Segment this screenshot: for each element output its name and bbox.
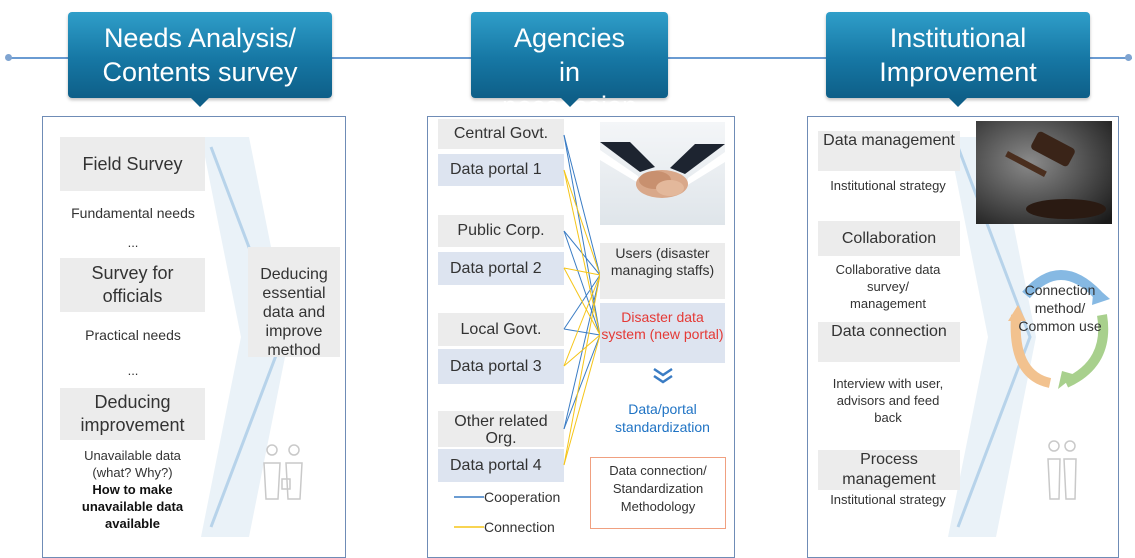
gavel-photo: [976, 121, 1112, 224]
agency-other-org: Other related Org.: [438, 411, 564, 447]
process-management-label: Process management: [842, 451, 936, 488]
fundamental-needs-text: Fundamental needs: [71, 205, 195, 221]
unavailable-data-text: Unavailable data (what? Why?): [84, 448, 181, 480]
legend-cooperation-label: Cooperation: [484, 489, 561, 505]
agency-public-corp-label: Public Corp.: [457, 222, 545, 239]
data-management-desc: Institutional strategy: [830, 178, 946, 193]
banner-needs-analysis: Needs Analysis/ Contents survey: [68, 12, 332, 107]
data-portal-2-label: Data portal 2: [450, 260, 542, 277]
users-box: Users (disaster managing staffs): [600, 243, 725, 299]
deducing-improvement-box: Deducing improvement: [60, 388, 205, 440]
ellipsis-2: ...: [127, 363, 139, 378]
how-to-make-available-text: How to make unavailable data available: [81, 482, 184, 531]
collaboration-label: Collaboration: [841, 230, 937, 247]
agency-public-corp: Public Corp.: [438, 215, 564, 247]
data-management-label: Data management: [823, 132, 955, 149]
data-portal-1-label: Data portal 1: [450, 161, 542, 178]
deducing-essential-label: Deducing essential data and improve meth…: [260, 266, 328, 359]
field-survey-box: Field Survey: [60, 137, 205, 191]
data-portal-3-label: Data portal 3: [450, 358, 542, 375]
process-management-desc: Institutional strategy: [830, 492, 946, 507]
process-management-box: Process management: [818, 450, 960, 490]
collaboration-desc: Collaborative data survey/ management: [835, 262, 941, 311]
data-portal-3: Data portal 3: [438, 349, 564, 384]
data-connection-label: Data connection: [831, 323, 947, 340]
banner-agencies: Agencies in possession: [471, 12, 668, 121]
standardization-text: Data/portal standardization: [615, 401, 710, 435]
agencies-panel: Central Govt. Data portal 1 Public Corp.…: [427, 116, 735, 558]
methodology-label: Data connection/ Standardization Methodo…: [609, 463, 707, 514]
legend-connection-label: Connection: [484, 519, 555, 535]
agency-local-govt: Local Govt.: [438, 313, 564, 346]
data-portal-4-label: Data portal 4: [450, 457, 542, 474]
handshake-photo: [600, 122, 725, 225]
data-portal-2: Data portal 2: [438, 252, 564, 285]
double-chevron-down-icon: [653, 367, 673, 384]
people-silhouette-icon-right: [1047, 440, 1077, 500]
needs-analysis-panel: Field Survey Fundamental needs ... Surve…: [42, 116, 346, 558]
cycle-text: Connection method/ Common use: [1018, 282, 1102, 334]
data-connection-desc: Interview with user, advisors and feed b…: [832, 376, 944, 425]
connection-lines: [454, 134, 601, 528]
ellipsis-1: ...: [127, 235, 139, 250]
institutional-panel: Data management Institutional strategy C…: [807, 116, 1119, 558]
new-portal-label: Disaster data system (new portal): [601, 309, 724, 342]
people-silhouette-icon: [263, 444, 303, 500]
banner-agencies-text: Agencies in possession: [501, 23, 638, 121]
timeline-dot-left: [5, 54, 12, 61]
agency-central-govt-label: Central Govt.: [453, 125, 549, 142]
data-connection-box: Data connection: [818, 322, 960, 362]
survey-officials-box: Survey for officials: [60, 258, 205, 312]
practical-needs-text: Practical needs: [85, 327, 181, 343]
timeline-dot-right: [1125, 54, 1132, 61]
banner-institutional-text: Institutional Improvement: [879, 23, 1037, 87]
data-management-box: Data management: [818, 131, 960, 171]
users-label: Users (disaster managing staffs): [610, 245, 715, 278]
data-portal-1: Data portal 1: [438, 154, 564, 186]
banner-institutional: Institutional Improvement: [826, 12, 1090, 107]
deducing-improvement-label: Deducing improvement: [80, 392, 185, 435]
agency-local-govt-label: Local Govt.: [460, 321, 542, 338]
survey-officials-label: Survey for officials: [91, 263, 174, 306]
agency-central-govt: Central Govt.: [438, 119, 564, 149]
cycle-arrows-icon: [1008, 270, 1110, 389]
new-portal-box: Disaster data system (new portal): [600, 303, 725, 363]
deducing-essential-box: Deducing essential data and improve meth…: [248, 247, 340, 359]
banner-needs-analysis-text: Needs Analysis/ Contents survey: [102, 23, 298, 87]
field-survey-label: Field Survey: [82, 154, 183, 174]
data-portal-4: Data portal 4: [438, 449, 564, 482]
methodology-box: Data connection/ Standardization Methodo…: [590, 457, 726, 529]
agency-other-org-label: Other related Org.: [454, 413, 548, 447]
collaboration-box: Collaboration: [818, 221, 960, 256]
